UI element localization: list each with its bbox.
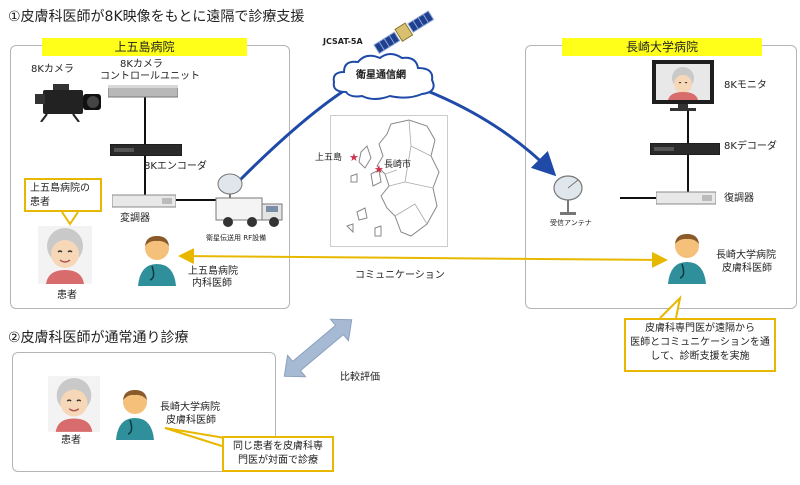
patient-avatar-icon bbox=[38, 226, 92, 284]
modulator-label: 変調器 bbox=[120, 213, 150, 224]
bottom-doctor-avatar-icon bbox=[116, 390, 154, 440]
right-doctor-label-1: 長崎大学病院 bbox=[716, 250, 776, 261]
camera-icon bbox=[35, 84, 101, 122]
right-callout-line3: して、診断支援を実施 bbox=[650, 351, 750, 362]
bottom-doctor-label-2: 皮膚科医師 bbox=[166, 415, 216, 426]
left-patient-callout-line1: 上五島病院の bbox=[30, 183, 90, 194]
right-callout-line1: 皮膚科専門医が遠隔から bbox=[645, 323, 755, 334]
monitor-label: 8Kモニタ bbox=[724, 80, 767, 91]
satellite-icon bbox=[373, 10, 435, 55]
bottom-patient-label: 患者 bbox=[61, 435, 81, 446]
section2-title: ②皮膚科医師が通常通り診療 bbox=[8, 330, 189, 346]
nagasaki-star-icon: ★ bbox=[374, 163, 384, 176]
right-hospital-label: 長崎大学病院 bbox=[562, 38, 762, 56]
section1-title: ①皮膚科医師が8K映像をもとに遠隔で診療支援 bbox=[8, 9, 305, 25]
ccu-label-1: 8Kカメラ bbox=[120, 59, 163, 70]
right-callout: 皮膚科専門医が遠隔から 医師とコミュニケーションを通 して、診断支援を実施 bbox=[624, 318, 776, 372]
right-doctor-avatar-icon bbox=[668, 234, 706, 284]
rf-equipment-label: 衛星伝送用 RF設備 bbox=[206, 234, 267, 242]
decoder-device-icon bbox=[650, 143, 720, 155]
map-label-nagasaki: 長崎市 bbox=[384, 160, 412, 170]
left-patient-callout-line2: 患者 bbox=[30, 197, 50, 208]
antenna-icon bbox=[553, 175, 583, 215]
kamigoto-star-icon: ★ bbox=[349, 151, 359, 164]
satellite-label: JCSAT-5A bbox=[323, 37, 363, 46]
bottom-callout-line2: 門医が対面で診療 bbox=[238, 455, 318, 466]
bottom-doctor-label-1: 長崎大学病院 bbox=[160, 402, 220, 413]
left-doctor-label-1: 上五島病院 bbox=[188, 266, 238, 277]
bottom-patient-avatar-icon bbox=[48, 376, 100, 432]
cloud-icon bbox=[332, 53, 435, 100]
ccu-device-icon bbox=[108, 85, 178, 98]
encoder-label: 8Kエンコーダ bbox=[144, 161, 207, 172]
decoder-label: 8Kデコーダ bbox=[724, 141, 777, 152]
network-label: 衛星通信網 bbox=[356, 70, 406, 81]
monitor-icon bbox=[652, 60, 714, 111]
camera-label: 8Kカメラ bbox=[31, 64, 74, 75]
left-patient-callout: 上五島病院の 患者 bbox=[24, 178, 102, 212]
bottom-callout-line1: 同じ患者を皮膚科専 bbox=[233, 441, 323, 452]
kyushu-map bbox=[330, 115, 448, 247]
rf-truck-icon bbox=[215, 173, 283, 227]
demodulator-label: 復調器 bbox=[724, 193, 754, 204]
communication-label: コミュニケーション bbox=[355, 270, 445, 281]
demodulator-device-icon bbox=[656, 191, 716, 205]
left-patient-label: 患者 bbox=[57, 290, 77, 301]
right-callout-line2: 医師とコミュニケーションを通 bbox=[630, 337, 770, 348]
compare-label: 比較評価 bbox=[340, 372, 380, 383]
modulator-device-icon bbox=[112, 194, 176, 208]
bottom-callout: 同じ患者を皮膚科専 門医が対面で診療 bbox=[222, 436, 334, 472]
right-doctor-label-2: 皮膚科医師 bbox=[722, 263, 772, 274]
antenna-label: 受信アンテナ bbox=[550, 219, 592, 227]
left-doctor-avatar-icon bbox=[138, 236, 176, 286]
left-doctor-label-2: 内科医師 bbox=[192, 278, 232, 289]
map-label-kamigoto: 上五島 bbox=[315, 153, 343, 163]
ccu-label-2: コントロールユニット bbox=[100, 71, 200, 82]
left-hospital-label: 上五島病院 bbox=[42, 38, 247, 56]
encoder-device-icon bbox=[110, 144, 182, 156]
